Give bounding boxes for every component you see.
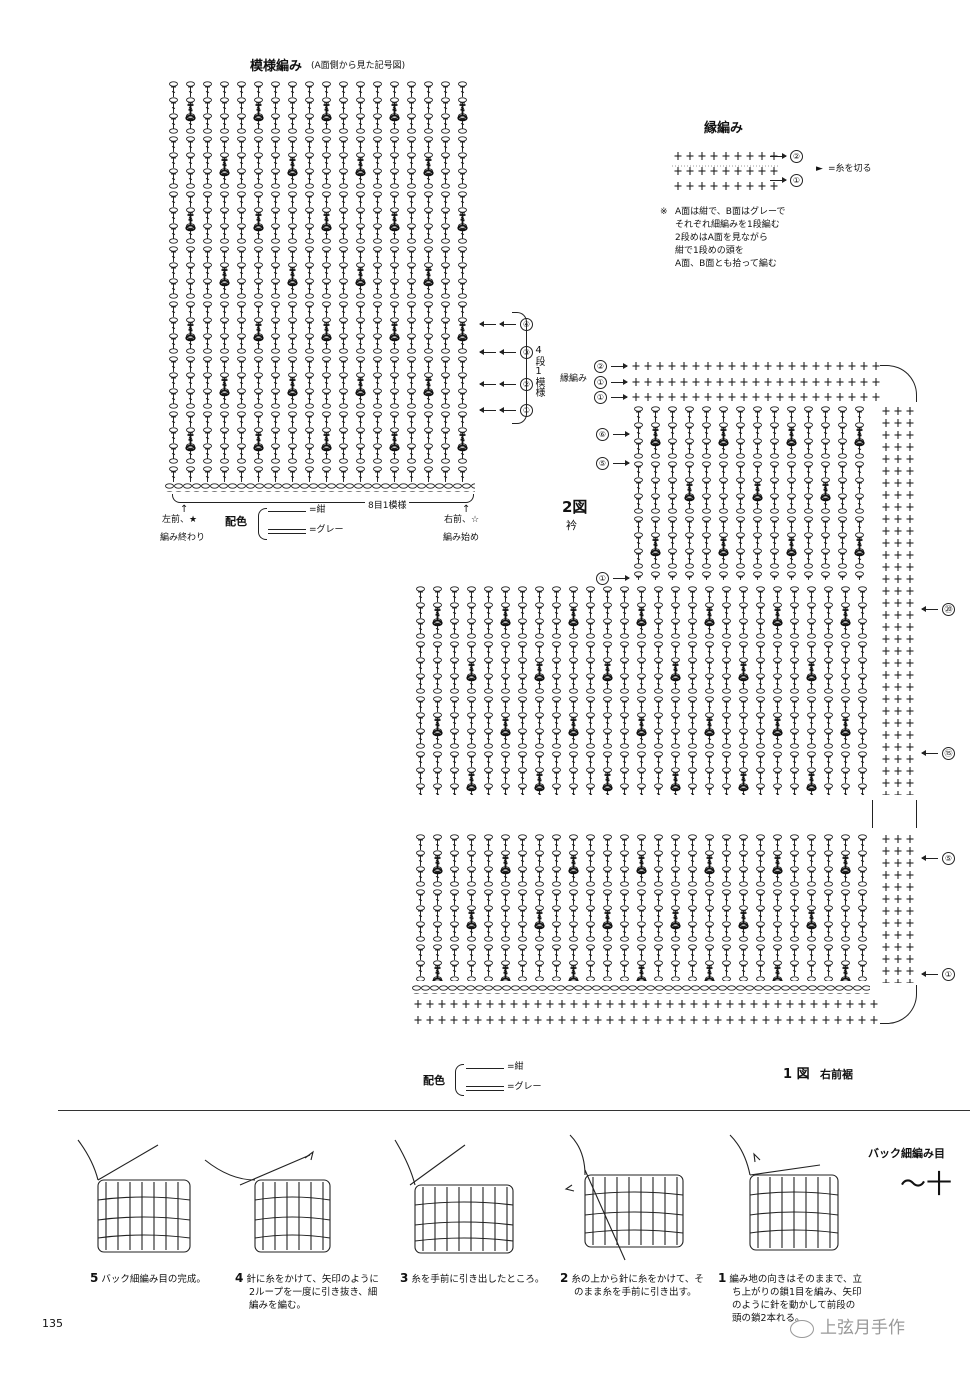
left-end-arrow: ↑ (180, 504, 189, 515)
pattern-foundation-chain (165, 482, 475, 492)
fig2-body-chart (412, 585, 870, 795)
edging-title: 縁編み (704, 121, 744, 136)
pattern-color-brace (258, 508, 267, 540)
repeat-stitch-label: 8目1模様 (365, 502, 410, 511)
fig2-row-15: ⑮ (921, 747, 955, 760)
fig1-body-chart (412, 833, 870, 981)
legend-gray-line (268, 529, 306, 534)
repeat-rows-brace (512, 312, 527, 424)
left-end-sub: 編み終わり (160, 533, 206, 543)
fig1-bottom-edge-row1 (412, 998, 882, 1010)
fig1-label: 1 図 (783, 1067, 810, 1082)
edging-note-line-5: A面、B面とも拾って編む (675, 259, 777, 269)
cut-yarn-label: =糸を切る (828, 164, 872, 174)
back-sc-title: バック細編み目 (868, 1147, 945, 1160)
right-end-sub: 編み始め (443, 533, 480, 543)
break-line-left (872, 800, 874, 828)
fig1-bottom-edge-row2 (412, 1014, 882, 1026)
edging-row1b-chart (672, 180, 778, 192)
fig2-row-20: ⑳ (921, 603, 955, 616)
break-line-right (916, 800, 918, 828)
cut-yarn-icon: ► (816, 164, 823, 174)
fig2-edge-row1b-chart (630, 391, 880, 403)
edging-row-1: ① (770, 174, 803, 187)
pattern-subtitle: (A面側から見た記号図) (311, 61, 406, 71)
edging-row2-chart (672, 150, 778, 162)
edging-note-line-4: 紺で1段めの頭を (675, 246, 744, 256)
fig2-edge-label: 縁編み (560, 374, 588, 384)
right-end-arrow: ↑ (462, 504, 471, 515)
legend-navy-line (268, 511, 306, 512)
watermark: 上弦月手作 (820, 1318, 905, 1338)
fig1-legend-gray-line (466, 1086, 504, 1091)
pattern-stitch-chart (165, 80, 475, 482)
legend-gray: =グレー (309, 525, 344, 535)
fig2-edge-row-1a: ① (594, 376, 628, 389)
fig1-color-brace (455, 1064, 464, 1096)
step2-illustration (564, 1134, 684, 1261)
fig1-row-1: ① (921, 968, 955, 981)
fig1-corner-curve (880, 985, 917, 1024)
fig2-row-6: ⑥ (596, 428, 630, 441)
edging-row1a-chart (672, 165, 778, 177)
fig2-row-5: ⑤ (596, 457, 630, 470)
fig1-sub: 右前裾 (820, 1068, 853, 1081)
section-divider (58, 1110, 970, 1111)
fig2-edge-row-2: ② (594, 360, 628, 373)
fig1-color-label: 配色 (423, 1074, 445, 1087)
fig2-row-1: ① (596, 572, 630, 585)
fig2-edge-row1a-chart (630, 376, 880, 388)
edging-row-2: ② (770, 150, 803, 163)
fig2-corner-curve (880, 365, 917, 402)
edging-note-line-2: それぞれ細編みを1段編む (675, 220, 780, 230)
fig1-side-edging (880, 833, 916, 983)
step5-illustration (77, 1139, 191, 1253)
fig2-sub: 衿 (566, 519, 577, 532)
wechat-icon (790, 1320, 814, 1338)
fig1-foundation-chain (412, 984, 870, 994)
fig1-legend-gray: =グレー (507, 1082, 542, 1092)
fig1-legend-navy: =紺 (507, 1062, 524, 1072)
fig2-edge-row-1b: ① (594, 391, 628, 404)
page-number: 135 (42, 1317, 63, 1330)
step1-illustration (729, 1134, 839, 1251)
repeat-rows-label: 4段1模様 (533, 345, 544, 397)
fig2-label: 2図 (562, 498, 588, 516)
repeat-stitch-brace (172, 494, 474, 503)
left-end-label: 左前、★ (162, 515, 198, 525)
fig2-collar-chart (630, 405, 870, 580)
fig1-legend-navy-line (466, 1068, 504, 1069)
pattern-color-label: 配色 (225, 515, 247, 528)
pattern-title: 模様編み (250, 59, 303, 74)
step3-illustration (394, 1139, 514, 1254)
edging-note-line-1: A面は紺で、B面はグレーで (675, 207, 786, 217)
back-sc-symbol: 〜十 (900, 1170, 953, 1200)
fig2-side-edging (880, 405, 916, 795)
fig2-edge-row2-chart (630, 360, 880, 372)
edging-note-mark: ※ (660, 207, 668, 217)
fig1-row-5: ⑤ (921, 852, 955, 865)
step4-illustration (204, 1150, 331, 1253)
right-end-label: 右前、☆ (444, 515, 480, 525)
legend-navy: =紺 (309, 505, 326, 515)
edging-note-line-3: 2段めはA面を見ながら (675, 233, 768, 243)
